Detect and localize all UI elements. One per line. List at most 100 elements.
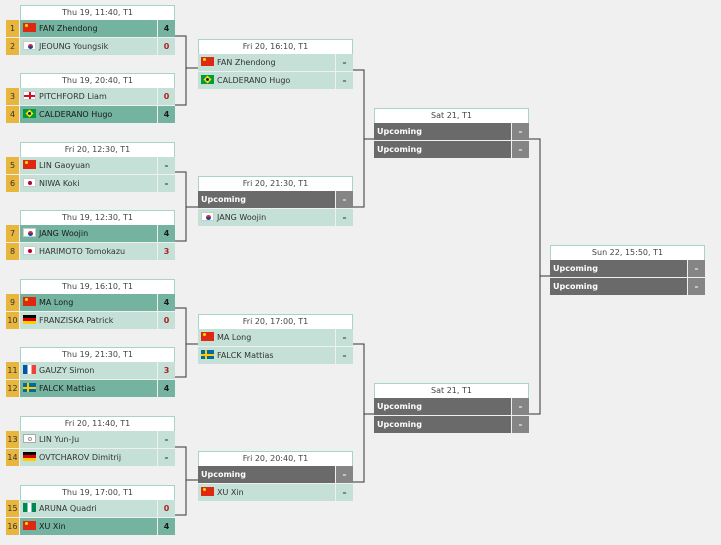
player-name: Upcoming	[201, 195, 246, 204]
player-row[interactable]: Upcoming –	[374, 123, 529, 140]
player-name: FALCK Mattias	[217, 351, 274, 360]
player-row[interactable]: Upcoming–	[374, 398, 529, 415]
player-name-cell: Upcoming	[374, 398, 511, 415]
player-score: –	[336, 72, 353, 89]
en-flag-icon	[23, 91, 36, 100]
match-time-header: Fri 20, 16:10, T1	[198, 39, 353, 54]
player-row[interactable]: Upcoming–	[550, 260, 705, 277]
seed-number: 9	[6, 294, 19, 311]
player-score: –	[336, 347, 353, 364]
match-time-header: Sat 21, T1	[374, 108, 529, 123]
match-time-header: Thu 19, 11:40, T1	[20, 5, 175, 20]
player-name: Upcoming	[377, 420, 422, 429]
player-name-cell: MA Long	[198, 329, 335, 346]
player-score: 0	[158, 88, 175, 105]
player-score: 4	[158, 106, 175, 123]
player-row[interactable]: XU Xin–	[198, 484, 353, 501]
de-flag-icon	[23, 452, 36, 461]
player-row[interactable]: Upcoming–	[198, 191, 353, 208]
player-name: NIWA Koki	[39, 179, 80, 188]
player-name: Upcoming	[553, 264, 598, 273]
player-score: –	[512, 123, 529, 140]
jp-flag-icon	[23, 178, 36, 187]
player-name-cell: JANG Woojin	[198, 209, 335, 226]
player-name: FRANZISKA Patrick	[39, 316, 114, 325]
player-name: Upcoming	[553, 282, 598, 291]
kr-flag-icon	[23, 228, 36, 237]
seed-number: 5	[6, 157, 19, 174]
player-row[interactable]: Upcoming–	[550, 278, 705, 295]
de-flag-icon	[23, 315, 36, 324]
player-score: 3	[158, 362, 175, 379]
player-name: LIN Yun-Ju	[39, 435, 80, 444]
player-name: JANG Woojin	[217, 213, 267, 222]
match-time-header: Thu 19, 21:30, T1	[20, 347, 175, 362]
player-score: –	[512, 398, 529, 415]
seed-number: 6	[6, 175, 19, 192]
br-flag-icon	[23, 109, 36, 118]
player-name: ARUNA Quadri	[39, 504, 97, 513]
player-row[interactable]: Upcoming–	[374, 416, 529, 433]
kr-flag-icon	[201, 212, 214, 221]
player-name-cell: Upcoming	[374, 141, 511, 158]
seed-number: 12	[6, 380, 19, 397]
player-name: GAUZY Simon	[39, 366, 95, 375]
seed-number: 7	[6, 225, 19, 242]
br-flag-icon	[201, 75, 214, 84]
player-row[interactable]: JANG Woojin–	[198, 209, 353, 226]
player-score: –	[336, 484, 353, 501]
match-time-header: Thu 19, 16:10, T1	[20, 279, 175, 294]
cn-flag-icon	[23, 521, 36, 530]
player-name: Upcoming	[377, 145, 422, 154]
player-row[interactable]: CALDERANO Hugo–	[198, 72, 353, 89]
player-name: PITCHFORD Liam	[39, 92, 107, 101]
player-row[interactable]: Upcoming–	[198, 466, 353, 483]
player-name-cell: Upcoming	[198, 191, 335, 208]
cn-flag-icon	[23, 160, 36, 169]
player-score: –	[158, 431, 175, 448]
cn-flag-icon	[23, 23, 36, 32]
player-row[interactable]: MA Long–	[198, 329, 353, 346]
player-row[interactable]: Upcoming–	[374, 141, 529, 158]
player-row[interactable]: FALCK Mattias –	[198, 347, 353, 364]
player-row[interactable]: FAN Zhendong–	[198, 54, 353, 71]
player-score: 4	[158, 294, 175, 311]
player-name-cell: MA Long	[20, 294, 157, 311]
player-name: JANG Woojin	[39, 229, 89, 238]
player-name: Upcoming	[377, 127, 422, 136]
player-name: MA Long	[217, 333, 252, 342]
player-name: JEOUNG Youngsik	[39, 42, 109, 51]
kr-flag-icon	[23, 41, 36, 50]
